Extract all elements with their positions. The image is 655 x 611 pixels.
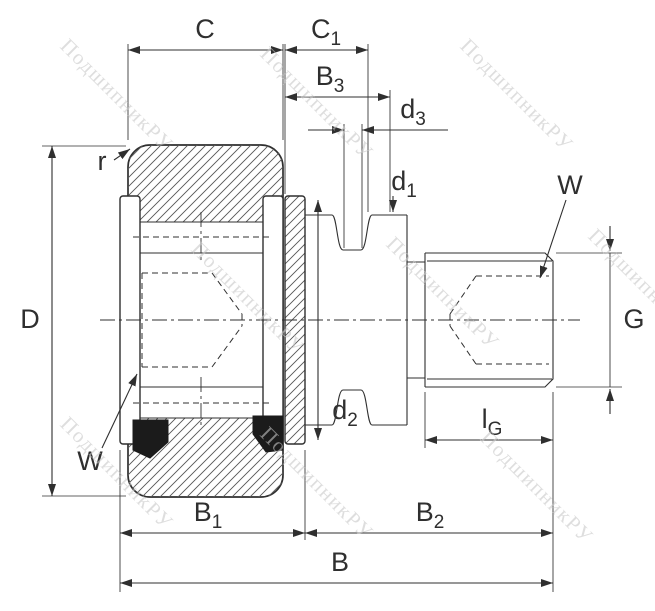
dim-C: C xyxy=(128,14,283,54)
extension-lines xyxy=(42,44,622,592)
label-d1: d1 xyxy=(391,166,417,202)
dim-d3: d3 xyxy=(308,94,448,134)
dim-lG: lG xyxy=(425,404,553,444)
label-B2: B2 xyxy=(416,497,445,533)
watermark-text: ПодшипникРУ xyxy=(476,426,599,549)
bearing-drawing xyxy=(100,144,580,498)
label-C1: C1 xyxy=(311,14,341,50)
label-C: C xyxy=(195,14,215,44)
dim-B1: B1 xyxy=(120,497,305,537)
watermark-text: ПодшипникРУ xyxy=(56,34,179,157)
dimensions: C C1 B3 d3 d1 d2 r D xyxy=(20,14,645,592)
dim-B: B xyxy=(120,547,553,587)
watermark-text: ПодшипникРУ xyxy=(456,34,579,157)
label-G: G xyxy=(623,304,644,334)
label-lG: lG xyxy=(482,404,503,440)
dim-C1: C1 xyxy=(285,14,368,54)
watermark-text: ПодшипникРУ xyxy=(382,232,505,355)
label-W-left: W xyxy=(77,446,103,476)
label-W-right: W xyxy=(557,170,583,200)
seal-left xyxy=(132,419,169,459)
shaft-bottom-profile xyxy=(305,389,407,426)
dim-d2: d2 xyxy=(314,200,358,440)
dim-B2: B2 xyxy=(305,497,553,537)
dim-d1: d1 xyxy=(389,166,417,212)
dim-r: r xyxy=(98,146,131,176)
label-r: r xyxy=(98,146,107,176)
dim-B3: B3 xyxy=(285,61,390,101)
label-d3: d3 xyxy=(400,94,426,130)
label-B1: B1 xyxy=(194,497,223,533)
seal-right xyxy=(252,415,284,453)
seals xyxy=(132,415,284,459)
shaft-top-profile xyxy=(305,214,407,251)
needle-rollers xyxy=(133,212,270,428)
label-D: D xyxy=(20,304,40,334)
label-d2: d2 xyxy=(332,395,358,431)
outer-ring-section-top xyxy=(128,145,283,222)
label-B3: B3 xyxy=(316,61,345,97)
dim-W-left: W xyxy=(77,373,138,476)
label-B: B xyxy=(331,547,349,577)
dim-G: G xyxy=(606,226,645,414)
dim-D: D xyxy=(20,146,56,496)
dim-W-right: W xyxy=(539,170,583,279)
